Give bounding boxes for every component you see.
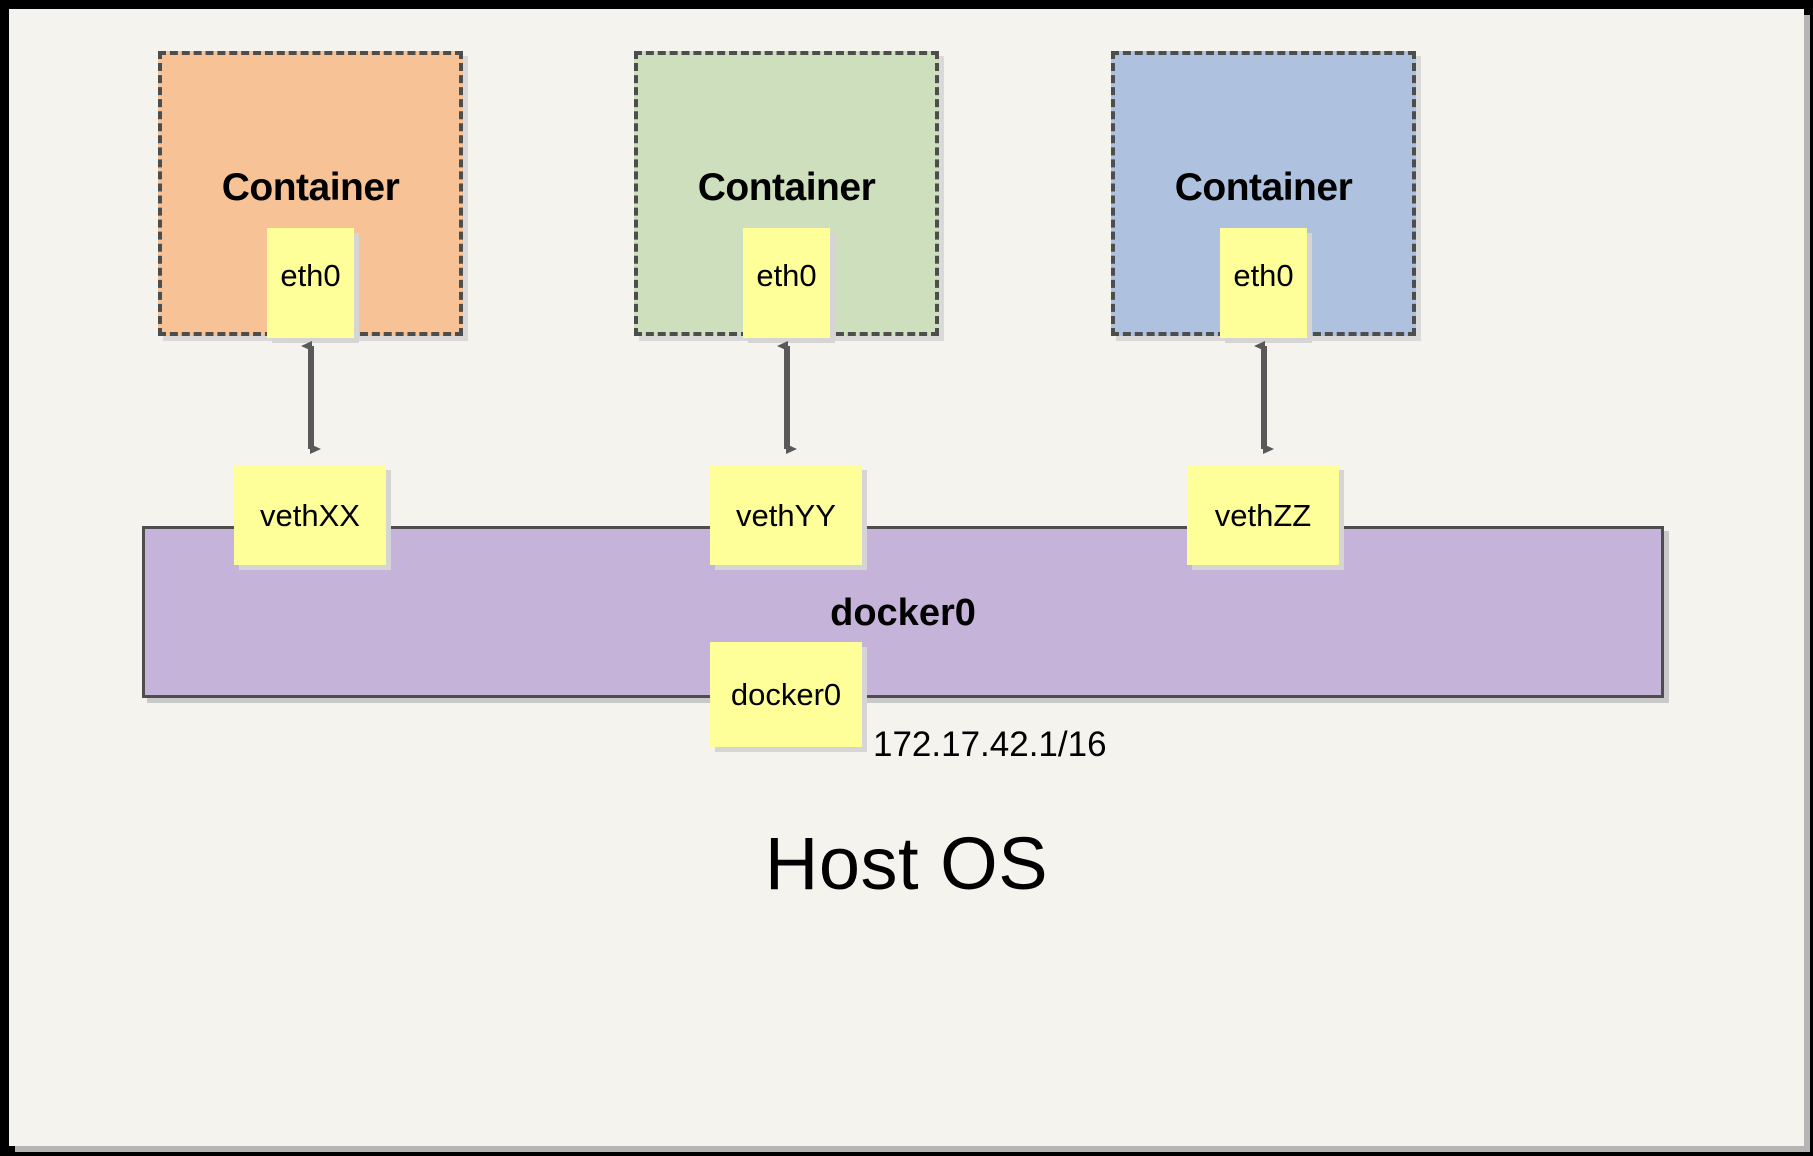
docker0-bridge-bar [142, 526, 1664, 698]
veth-box-1: vethXX [234, 465, 386, 565]
docker0-ip-label: 172.17.42.1/16 [873, 725, 1107, 764]
veth-link-arrow-1 [301, 341, 321, 454]
container-title-3: Container [1174, 166, 1353, 209]
veth-link-arrow-2 [777, 341, 797, 454]
host-os-label: Host OS [764, 822, 1049, 905]
veth-link-arrow-3 [1254, 341, 1274, 454]
eth0-box-1: eth0 [267, 228, 354, 338]
host-os-panel: Container eth0 Container eth0 Container … [9, 9, 1804, 1146]
container-title-2: Container [697, 166, 876, 209]
docker0-interface-box: docker0 [710, 642, 862, 747]
container-title-1: Container [221, 166, 400, 209]
eth0-box-2: eth0 [743, 228, 830, 338]
veth-box-3: vethZZ [1187, 465, 1339, 565]
eth0-box-3: eth0 [1220, 228, 1307, 338]
docker0-bridge-label: docker0 [830, 592, 976, 634]
veth-box-2: vethYY [710, 465, 862, 565]
